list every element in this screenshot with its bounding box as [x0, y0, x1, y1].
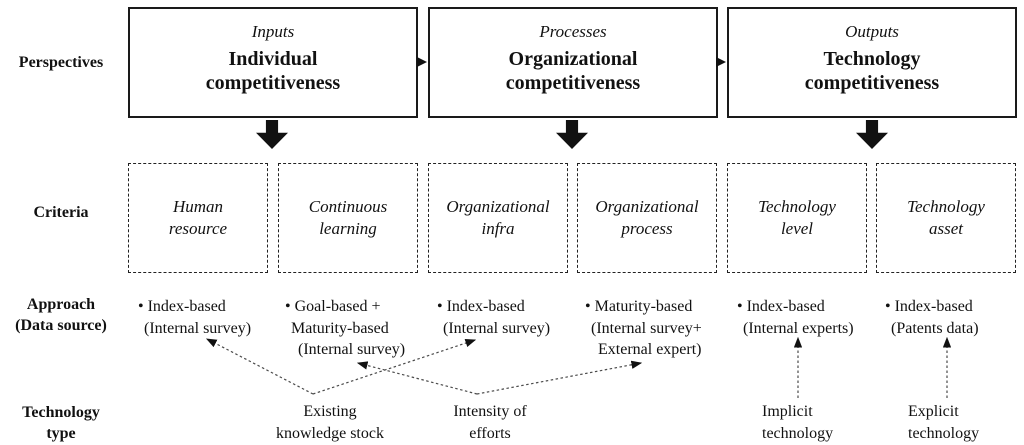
- approach-item-1: • Index-based (Internal survey): [138, 296, 251, 339]
- down-arrow-icon: [856, 120, 888, 149]
- approach-line: • Index-based: [437, 298, 525, 315]
- criteria-line1: Continuous: [308, 197, 388, 216]
- row-label-approach: Approach (Data source): [0, 294, 122, 336]
- perspective-title-line1: Individual: [228, 48, 318, 70]
- perspective-title-line2: competitiveness: [205, 72, 341, 94]
- perspective-subtitle: Inputs: [251, 22, 295, 41]
- approach-line: (Internal survey+: [591, 319, 702, 337]
- criteria-box-continuous-learning: Continuous learning: [278, 163, 418, 273]
- approach-line: • Index-based: [737, 298, 825, 315]
- connector-intensity-to-approach-2: [356, 361, 478, 395]
- technology-type-line2: technology: [762, 424, 834, 442]
- row-label-approach-line1: Approach: [26, 296, 96, 313]
- row-label-technology-type: Technology type: [0, 402, 122, 444]
- perspective-box-technology: Outputs Technology competitiveness: [727, 7, 1017, 118]
- flow-right-arrow-icon: [716, 57, 726, 67]
- criteria-line2: resource: [168, 219, 228, 238]
- criteria-line2: process: [621, 219, 673, 238]
- connector-intensity-to-approach-4: [476, 360, 643, 395]
- technology-type-line1: Existing: [303, 403, 357, 420]
- criteria-line1: Organizational: [595, 197, 699, 216]
- row-label-technology-line1: Technology: [22, 404, 100, 421]
- row-label-criteria: Criteria: [33, 204, 89, 221]
- approach-line: • Index-based: [138, 298, 226, 315]
- row-label-perspectives: Perspectives: [18, 54, 104, 71]
- criteria-line1: Human: [172, 197, 224, 216]
- perspective-title-line1: Organizational: [508, 48, 638, 70]
- approach-line: • Maturity-based: [585, 298, 693, 315]
- perspective-box-individual: Inputs Individual competitiveness: [128, 7, 418, 118]
- criteria-line1: Technology: [907, 197, 985, 216]
- technology-type-existing-knowledge-stock: Existing knowledge stock: [255, 401, 405, 444]
- approach-line: (Internal survey): [298, 341, 406, 358]
- perspective-box-organizational: Processes Organizational competitiveness: [428, 7, 718, 118]
- technology-type-explicit: Explicit technology: [908, 401, 979, 444]
- technology-type-line2: knowledge stock: [276, 424, 384, 442]
- approach-line: External expert): [598, 341, 702, 358]
- perspective-subtitle: Outputs: [845, 22, 899, 41]
- row-label-technology-line2: type: [46, 425, 76, 442]
- technology-type-line1: Explicit: [908, 403, 959, 420]
- approach-line: (Internal survey): [443, 319, 551, 337]
- approach-item-5: • Index-based (Internal experts): [737, 296, 854, 339]
- perspective-subtitle: Processes: [539, 22, 607, 41]
- technology-type-implicit: Implicit technology: [762, 401, 833, 444]
- technology-type-line1: Implicit: [762, 403, 813, 420]
- criteria-line1: Technology: [758, 197, 836, 216]
- criteria-box-technology-level: Technology level: [727, 163, 867, 273]
- perspective-title-line2: competitiveness: [505, 72, 641, 94]
- criteria-box-organizational-process: Organizational process: [577, 163, 717, 273]
- approach-item-6: • Index-based (Patents data): [885, 296, 979, 339]
- perspective-title-line1: Technology: [823, 48, 921, 70]
- criteria-box-technology-asset: Technology asset: [876, 163, 1016, 273]
- approach-item-4: • Maturity-based (Internal survey+ Exter…: [585, 296, 702, 361]
- criteria-line2: asset: [928, 219, 963, 238]
- perspective-title: Organizational competitiveness: [430, 47, 716, 95]
- criteria-line2: learning: [319, 219, 377, 238]
- down-arrow-icon: [556, 120, 588, 149]
- approach-line: • Index-based: [885, 298, 973, 315]
- row-label-approach-line2: (Data source): [15, 317, 107, 334]
- perspective-title: Individual competitiveness: [130, 47, 416, 95]
- approach-item-2: • Goal-based + Maturity-based (Internal …: [285, 296, 405, 361]
- down-arrow-icon: [256, 120, 288, 149]
- technology-type-line2: technology: [908, 424, 980, 442]
- perspective-title-line2: competitiveness: [804, 72, 940, 94]
- approach-line: (Internal survey): [144, 319, 252, 337]
- approach-line: • Goal-based +: [285, 298, 381, 315]
- technology-type-line1: Intensity of: [453, 403, 527, 420]
- criteria-line2: level: [780, 219, 814, 238]
- technology-type-intensity-of-efforts: Intensity of efforts: [420, 401, 560, 444]
- criteria-line2: infra: [481, 219, 515, 238]
- approach-line: Maturity-based: [291, 319, 389, 337]
- approach-line: (Patents data): [891, 319, 979, 337]
- flow-right-arrow-icon: [417, 57, 427, 67]
- criteria-line1: Organizational: [446, 197, 550, 216]
- approach-line: (Internal experts): [743, 319, 854, 337]
- perspective-title: Technology competitiveness: [729, 47, 1015, 95]
- criteria-box-human-resource: Human resource: [128, 163, 268, 273]
- approach-item-3: • Index-based (Internal survey): [437, 296, 550, 339]
- criteria-box-organizational-infra: Organizational infra: [428, 163, 568, 273]
- technology-type-line2: efforts: [469, 424, 511, 442]
